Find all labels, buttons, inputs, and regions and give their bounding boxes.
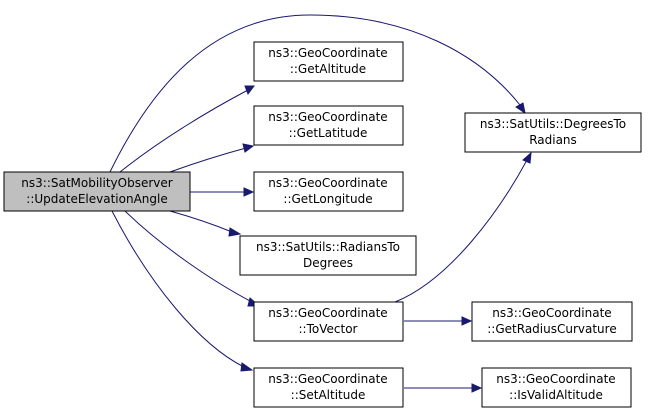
node-radians-to-degrees[interactable]: ns3::SatUtils::RadiansTo Degrees [239,235,417,276]
node-box [481,367,632,408]
node-box [239,235,417,276]
node-label-line2: ::GetAltitude [290,62,366,76]
node-label-line1: ns3::SatUtils::RadiansTo [256,240,400,254]
node-label-line2: ::GetRadiusCurvature [487,322,616,336]
node-get-longitude[interactable]: ns3::GeoCoordinate ::GetLongitude [253,171,404,212]
node-label-line1: ns3::GeoCoordinate [268,46,387,60]
node-degrees-to-radians[interactable]: ns3::SatUtils::DegreesTo Radians [464,112,642,153]
node-update-elevation-angle[interactable]: ns3::SatMobilityObserver ::UpdateElevati… [3,171,191,212]
arrowhead-setaltitude [240,362,254,372]
node-label-line1: ns3::SatMobilityObserver [21,176,172,190]
arrowhead-getlatitude [242,143,255,153]
node-get-altitude[interactable]: ns3::GeoCoordinate ::GetAltitude [253,41,404,82]
node-get-latitude[interactable]: ns3::GeoCoordinate ::GetLatitude [253,105,404,146]
node-label-line2: Degrees [303,256,353,270]
node-box [253,367,404,408]
node-label-line2: ::GetLongitude [283,192,372,206]
edge-tovector-to-degreestoradians [394,159,528,303]
node-get-radius-curvature[interactable]: ns3::GeoCoordinate ::GetRadiusCurvature [471,301,633,342]
edge-root-to-getlatitude [169,147,247,173]
arrowhead-getlongitude [243,187,255,197]
arrowhead-radianstodegrees [228,227,242,237]
node-box [253,41,404,82]
edge-root-to-setaltitude [111,210,245,368]
arrowhead-getradiuscurvature [461,316,473,326]
node-to-vector[interactable]: ns3::GeoCoordinate ::ToVector [253,301,404,342]
edge-root-to-tovector [124,210,253,303]
node-label-line2: Radians [529,133,577,147]
arrowhead-isvalidaltitude [471,383,483,393]
node-box [464,112,642,153]
node-label-line1: ns3::GeoCoordinate [268,110,387,124]
node-label-line1: ns3::SatUtils::DegreesTo [480,117,626,131]
arrowhead-degreestoradians-bottom [522,151,532,164]
node-is-valid-altitude[interactable]: ns3::GeoCoordinate ::IsValidAltitude [481,367,632,408]
arrowhead-getaltitude [244,85,255,96]
node-label-line2: ::UpdateElevationAngle [26,192,167,206]
node-label-line1: ns3::GeoCoordinate [268,176,387,190]
node-label-line2: ::ToVector [299,322,358,336]
edge-root-to-radianstodegrees [169,210,233,233]
node-label-line1: ns3::GeoCoordinate [492,306,611,320]
node-box [471,301,633,342]
node-box [3,171,191,212]
node-box [253,105,404,146]
node-box [253,171,404,212]
edges [109,14,532,393]
arrowhead-degreestoradians-top [515,102,526,115]
node-box [253,301,404,342]
node-label-line1: ns3::GeoCoordinate [268,306,387,320]
node-set-altitude[interactable]: ns3::GeoCoordinate ::SetAltitude [253,367,404,408]
node-label-line1: ns3::GeoCoordinate [268,372,387,386]
edge-root-to-degreestoradians [109,14,521,173]
node-label-line2: ::SetAltitude [291,388,366,402]
node-label-line1: ns3::GeoCoordinate [496,372,615,386]
node-label-line2: ::GetLatitude [289,126,368,140]
node-label-line2: ::IsValidAltitude [509,388,603,402]
edge-root-to-getaltitude [119,89,249,173]
